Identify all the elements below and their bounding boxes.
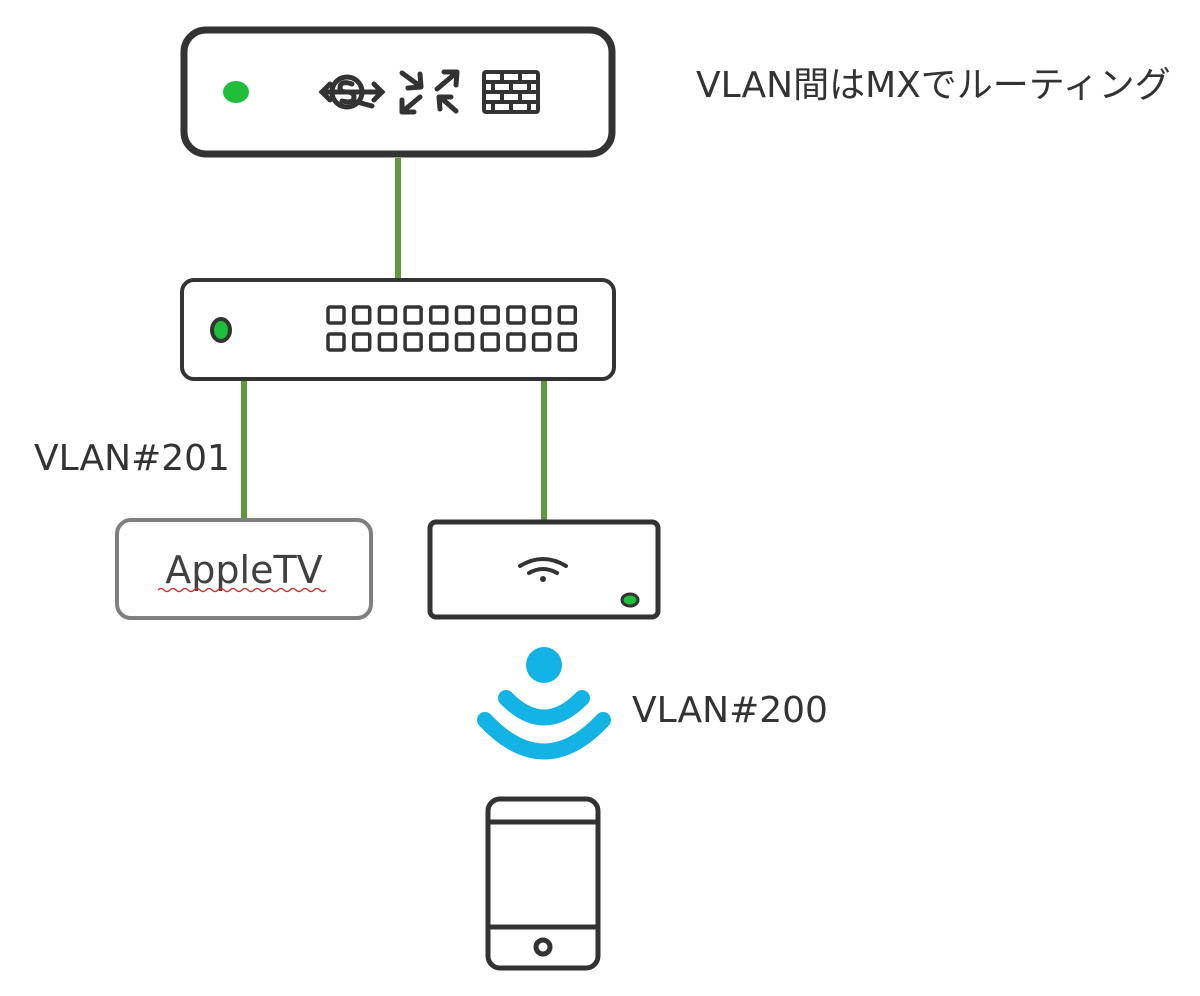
switch (180, 278, 616, 381)
switch-body (180, 278, 616, 381)
switch-port (351, 332, 372, 352)
switch-port (326, 332, 346, 352)
firewall-icon (482, 70, 540, 114)
switch-port (531, 305, 552, 325)
switch-port (506, 305, 526, 325)
mx-appliance-body (180, 26, 616, 158)
routing-note: VLAN間はMXでルーティング (696, 65, 1171, 106)
switch-port-grid (326, 305, 578, 352)
mx-appliance (180, 26, 616, 158)
apple-tv: AppleTV (115, 518, 373, 620)
switch-port (454, 332, 475, 352)
switch-port (557, 305, 578, 325)
switch-port (480, 305, 500, 325)
switch-port (531, 332, 552, 352)
switch-port (403, 305, 423, 325)
mx-status-led (223, 81, 249, 103)
switch-port (480, 332, 500, 352)
wifi-icon-dot (540, 576, 546, 582)
switch-port (403, 332, 423, 352)
home-button-icon (533, 937, 553, 957)
vlan-wireless-label: VLAN#200 (632, 690, 828, 731)
switch-port (454, 305, 475, 325)
switch-status-led (210, 317, 232, 343)
switch-port (429, 332, 449, 352)
access-point (427, 519, 661, 620)
spellcheck-underline (157, 587, 327, 593)
apple-tv-body (115, 518, 373, 620)
routing-arrows-icon (399, 69, 460, 115)
ap-status-led (620, 592, 640, 608)
switch-port (377, 332, 398, 352)
wireless-signal-icon (477, 647, 611, 760)
apple-tv-label: AppleTV (165, 548, 322, 592)
wifi-icon (518, 557, 568, 575)
usb-uplink-icon (318, 74, 386, 110)
switch-port (377, 305, 398, 325)
switch-port (326, 305, 346, 325)
vlan-wired-label: VLAN#201 (34, 438, 230, 479)
switch-port (506, 332, 526, 352)
switch-port (351, 305, 372, 325)
switch-port (429, 305, 449, 325)
switch-port (557, 332, 578, 352)
smartphone (485, 796, 601, 971)
